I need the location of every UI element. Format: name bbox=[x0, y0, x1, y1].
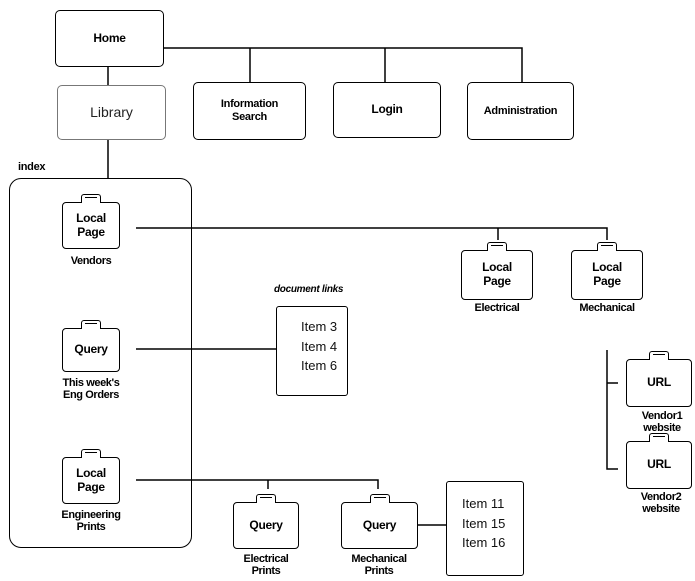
vendor2-url-node[interactable]: URL bbox=[626, 433, 692, 489]
folder-tab-icon bbox=[81, 320, 101, 329]
electrical-prints-caption: Electrical Prints bbox=[243, 553, 289, 578]
vendor1-url-node[interactable]: URL bbox=[626, 351, 692, 407]
vendor2-caption: Vendor2 website bbox=[640, 491, 682, 516]
folder-tab-icon bbox=[649, 351, 669, 360]
folder-tab-icon bbox=[256, 494, 276, 503]
document-links-list: Item 3 Item 4 Item 6 bbox=[276, 306, 348, 396]
list-item[interactable]: Item 15 bbox=[462, 515, 506, 531]
electrical-local-page-node[interactable]: Local Page bbox=[461, 242, 533, 300]
vendors-local-page-node[interactable]: Local Page bbox=[62, 194, 120, 249]
list-item[interactable]: Item 3 bbox=[301, 319, 338, 334]
folder-tab-icon bbox=[81, 449, 101, 458]
mechanical-local-page-node[interactable]: Local Page bbox=[571, 242, 643, 300]
connector-vendors-bus bbox=[136, 227, 608, 240]
list-item[interactable]: Item 4 bbox=[301, 338, 338, 354]
list-item[interactable]: Item 11 bbox=[462, 496, 505, 511]
folder-tab-icon bbox=[649, 433, 669, 442]
folder-tab-icon bbox=[487, 242, 507, 251]
connector-engprints-bus bbox=[136, 479, 379, 489]
engineering-prints-local-page-node[interactable]: Local Page bbox=[62, 449, 120, 504]
vendor1-caption: Vendor1 website bbox=[641, 410, 683, 435]
engineering-prints-caption: Engineering Prints bbox=[61, 509, 121, 534]
folder-tab-icon bbox=[81, 194, 101, 203]
eng-orders-query-node[interactable]: Query bbox=[62, 320, 120, 372]
connector-home-bus bbox=[164, 47, 523, 82]
eng-orders-caption: This week's Eng Orders bbox=[62, 377, 120, 402]
folder-tab-icon bbox=[369, 494, 390, 503]
library-node[interactable]: Library bbox=[57, 85, 166, 140]
mechanical-caption: Mechanical bbox=[579, 302, 635, 314]
index-label: index bbox=[18, 161, 46, 173]
login-node[interactable]: Login bbox=[333, 82, 441, 138]
mechanical-prints-caption: Mechanical Prints bbox=[351, 553, 407, 578]
home-node[interactable]: Home bbox=[55, 10, 164, 67]
list-item[interactable]: Item 16 bbox=[462, 535, 506, 550]
index-frame bbox=[9, 178, 192, 548]
vendors-caption: Vendors bbox=[70, 255, 112, 267]
print-items-list: Item 11 Item 15 Item 16 bbox=[446, 481, 524, 576]
administration-node[interactable]: Administration bbox=[467, 82, 574, 140]
electrical-prints-query-node[interactable]: Query bbox=[233, 494, 299, 549]
electrical-caption: Electrical bbox=[474, 302, 520, 314]
document-links-heading: document links bbox=[274, 284, 344, 295]
mechanical-prints-query-node[interactable]: Query bbox=[341, 494, 418, 549]
list-item[interactable]: Item 6 bbox=[301, 358, 338, 373]
information-search-node[interactable]: Information Search bbox=[193, 82, 306, 140]
folder-tab-icon bbox=[597, 242, 617, 251]
connector-mechanical-vendors bbox=[606, 350, 618, 470]
